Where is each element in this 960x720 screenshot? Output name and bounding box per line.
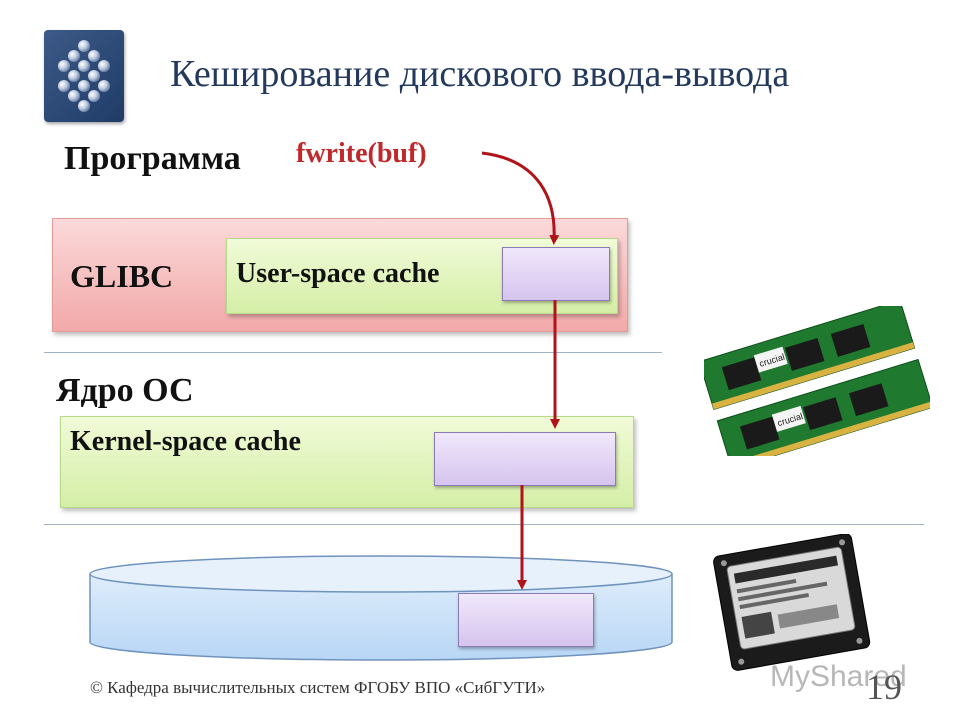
fwrite-call: fwrite(buf) <box>296 138 427 169</box>
disk-block <box>458 593 594 647</box>
divider-line <box>44 352 662 353</box>
university-logo <box>44 30 124 122</box>
page-number: 19 <box>866 667 902 707</box>
user-space-cache-label: User-space cache <box>236 258 440 289</box>
divider-line <box>44 524 924 525</box>
kernel-label: Ядро ОС <box>56 372 194 409</box>
glibc-label: GLIBC <box>70 258 174 294</box>
footer-text: © Кафедра вычислительных систем ФГОБУ ВП… <box>90 678 546 697</box>
kernel-buffer-block <box>434 432 616 486</box>
program-label: Программа <box>64 140 241 177</box>
ram-modules-image: crucial crucial <box>704 306 930 456</box>
slide-title: Кеширование дискового ввода-вывода <box>170 53 790 95</box>
kernel-space-cache-label: Kernel-space cache <box>70 426 301 457</box>
hard-disk-image <box>713 534 871 671</box>
watermark: MyShared <box>770 660 907 693</box>
arrow-to-user-cache <box>481 151 560 245</box>
